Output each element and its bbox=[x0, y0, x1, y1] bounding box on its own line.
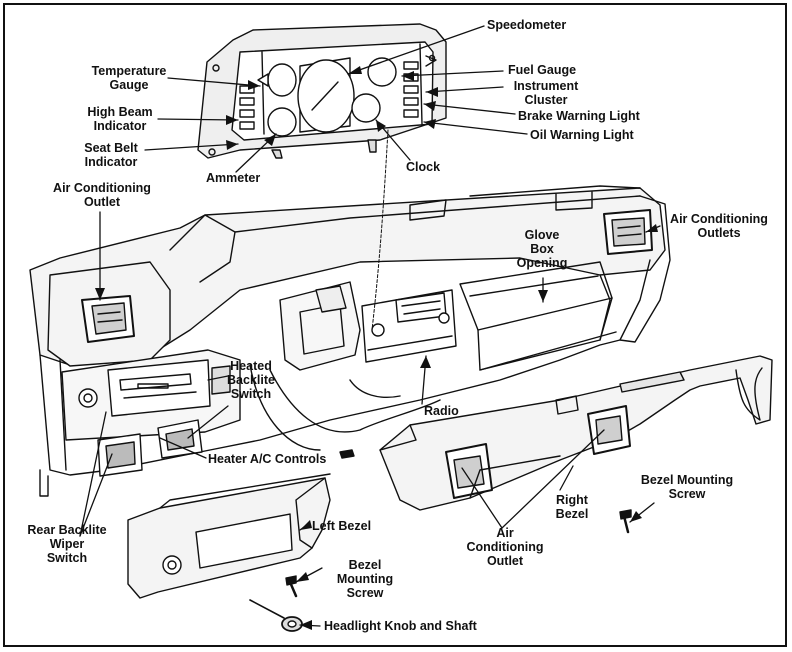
label-ammeter: Ammeter bbox=[206, 171, 261, 185]
instrument-cluster-drawing bbox=[197, 23, 447, 159]
label-radio: Radio bbox=[424, 404, 459, 418]
label-oil-warning-light: Oil Warning Light bbox=[530, 128, 634, 142]
instrument-panel-drawing bbox=[29, 129, 671, 497]
diagram-border bbox=[3, 3, 787, 647]
label-clock: Clock bbox=[406, 160, 441, 174]
hardware-drawing bbox=[249, 449, 632, 632]
label-brake-warning-light: Brake Warning Light bbox=[518, 109, 640, 123]
right-bezel-drawing bbox=[379, 355, 773, 511]
label-speedometer: Speedometer bbox=[487, 18, 567, 32]
label-left-bezel: Left Bezel bbox=[312, 519, 372, 533]
label-heater-ac-controls: Heater A/C Controls bbox=[208, 452, 327, 466]
label-fuel-gauge: Fuel Gauge bbox=[508, 63, 577, 77]
leader-lines bbox=[79, 25, 661, 627]
arrow-heads bbox=[95, 66, 658, 630]
left-bezel-drawing bbox=[127, 473, 331, 599]
label-headlight-knob-and-shaft: Headlight Knob and Shaft bbox=[324, 619, 477, 633]
